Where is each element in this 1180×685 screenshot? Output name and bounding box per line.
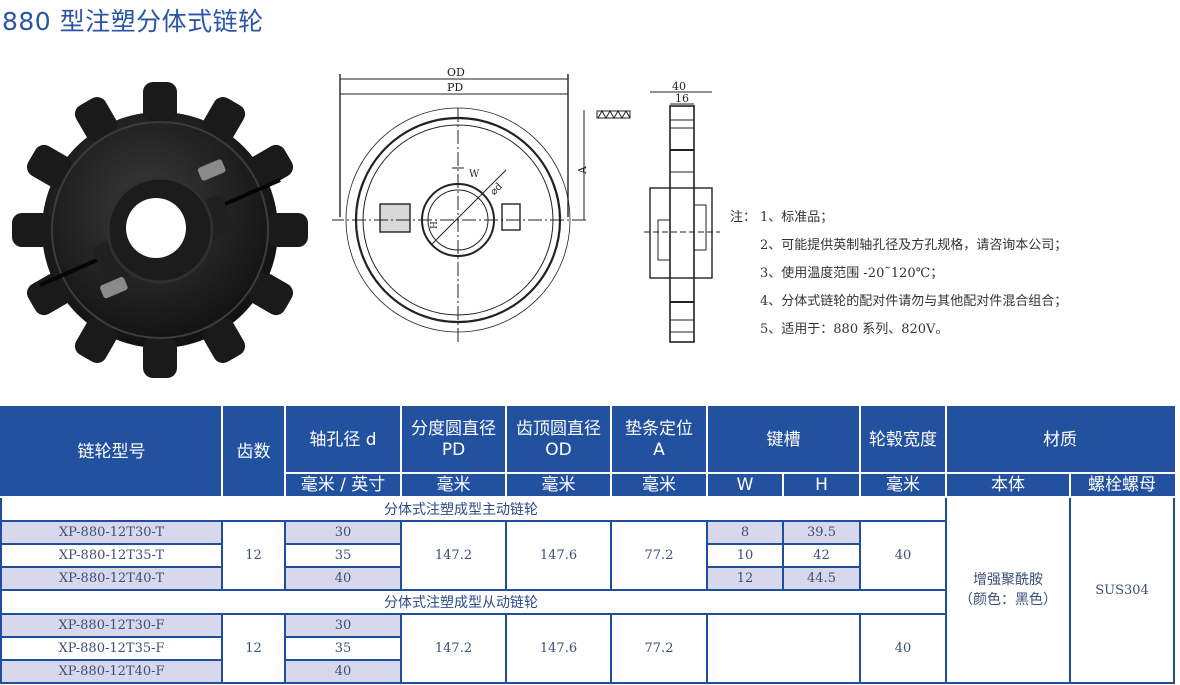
unit-h: H [782, 472, 861, 498]
table-row: XP-880-12T30-F 12 30 147.2 147.6 77.2 40 [0, 613, 1174, 684]
bore-cell: 35 [284, 543, 402, 568]
pd-cell: 147.2 [400, 613, 507, 684]
header-material: 材质 [945, 406, 1175, 474]
note-item: 3、使用温度范围 -20˜120℃； [760, 266, 944, 281]
od-cell: 147.6 [505, 613, 612, 684]
material-bolt: SUS304 [1069, 496, 1175, 684]
note-item: 1、标准品； [760, 210, 834, 225]
a-cell: 77.2 [610, 613, 708, 684]
teeth-cell: 12 [221, 520, 286, 591]
w-cell: 10 [706, 543, 784, 568]
bore-cell: 30 [284, 520, 402, 545]
bore-cell: 35 [284, 636, 402, 661]
width-total-label: 40 [672, 80, 686, 93]
note-item: 4、分体式链轮的配对件请勿与其他配对件混合组合； [760, 294, 1068, 309]
unit-a: 毫米 [610, 472, 708, 498]
teeth-cell: 12 [221, 613, 286, 684]
w-label: W [469, 169, 480, 180]
section-row: 分体式注塑成型主动链轮 增强聚酰胺（颜色：黑色） SUS304 [0, 496, 1175, 684]
h-cell: 42 [782, 543, 861, 568]
model-cell: XP-880-12T40-T [0, 566, 223, 591]
header-model: 链轮型号 [0, 406, 223, 498]
header-teeth: 齿数 [221, 406, 286, 498]
h-cell: 39.5 [782, 520, 861, 545]
header-keyway: 键槽 [706, 406, 861, 474]
hub-cell: 40 [859, 613, 947, 684]
table-row: XP-880-12T40-F 40 [0, 659, 1174, 684]
bore-cell: 30 [284, 613, 402, 638]
section-title: 分体式注塑成型主动链轮 [0, 496, 947, 522]
pd-label: PD [447, 81, 463, 94]
od-label: OD [447, 66, 465, 79]
unit-bore: 毫米 / 英寸 [284, 472, 402, 498]
w-cell: 12 [706, 566, 784, 591]
unit-hub: 毫米 [859, 472, 947, 498]
keyway-cell-empty [706, 613, 861, 684]
header-bore: 轴孔径 d [284, 406, 402, 474]
a-label: A [576, 165, 589, 175]
hub-cell: 40 [859, 520, 947, 591]
note-item: 2、可能提供英制轴孔径及方孔规格，请咨询本公司； [760, 238, 1068, 253]
notes-prefix: 注： [730, 210, 757, 225]
notes-block: 注：1、标准品； 2、可能提供英制轴孔径及方孔规格，请咨询本公司； 3、使用温度… [730, 204, 1067, 344]
pd-cell: 147.2 [400, 520, 507, 591]
table-row: XP-880-12T35-F 35 [0, 636, 1174, 661]
section-title: 分体式注塑成型从动链轮 [0, 589, 947, 615]
a-cell: 77.2 [610, 520, 708, 591]
model-cell: XP-880-12T30-F [0, 613, 223, 638]
width-tooth-label: 16 [675, 92, 689, 105]
sprocket-photo [12, 82, 308, 378]
table-row: XP-880-12T40-T 40 12 44.5 [0, 566, 1174, 591]
section-row: 分体式注塑成型从动链轮 [0, 589, 1174, 615]
bore-label: ⌀d [488, 181, 505, 198]
material-body: 增强聚酰胺（颜色：黑色） [945, 496, 1071, 684]
w-cell: 8 [706, 520, 784, 545]
unit-bolt: 螺栓螺母 [1069, 472, 1175, 498]
model-cell: XP-880-12T40-F [0, 659, 223, 684]
bore-cell: 40 [284, 566, 402, 591]
page-title: 880 型注塑分体式链轮 [2, 7, 264, 36]
unit-w: W [706, 472, 784, 498]
note-item: 5、适用于：880 系列、820V。 [760, 322, 949, 337]
front-view-drawing: OD PD A W ⌀d H [332, 66, 631, 345]
h-cell: 44.5 [782, 566, 861, 591]
unit-body: 本体 [945, 472, 1071, 498]
header-hub: 轮毂宽度 [859, 406, 947, 474]
table-row: XP-880-12T35-T 35 10 42 [0, 543, 1174, 568]
h-label: H [430, 221, 440, 229]
unit-od: 毫米 [505, 472, 612, 498]
od-cell: 147.6 [505, 520, 612, 591]
side-view-drawing: 40 16 [644, 80, 720, 343]
table-row: XP-880-12T30-T 12 30 147.2 147.6 77.2 8 … [0, 520, 1174, 591]
model-cell: XP-880-12T30-T [0, 520, 223, 545]
model-cell: XP-880-12T35-F [0, 636, 223, 661]
unit-pd: 毫米 [400, 472, 507, 498]
model-cell: XP-880-12T35-T [0, 543, 223, 568]
bore-cell: 40 [284, 659, 402, 684]
